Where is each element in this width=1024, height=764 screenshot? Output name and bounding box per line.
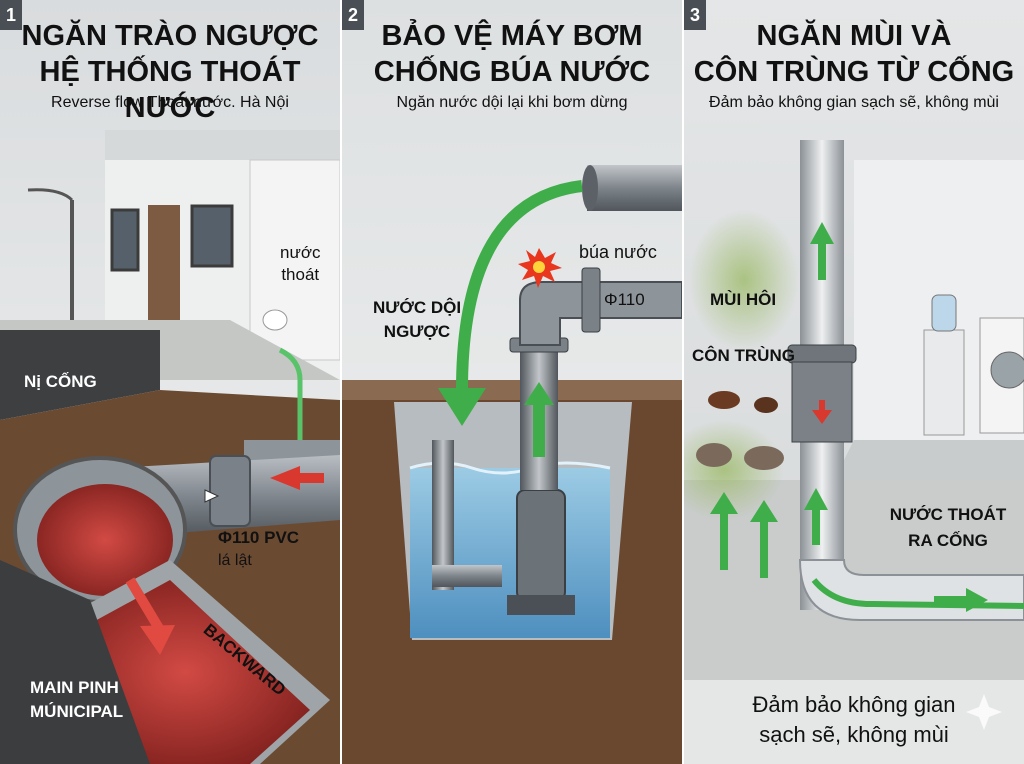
backflow-label: NƯỚC DỘI NGƯỢC [362, 296, 472, 344]
title-line-1: NGĂN TRÀO NGƯỢC [21, 20, 319, 52]
panel-title: NGĂN MÙI VÀ CÔN TRÙNG TỪ CỐNG [684, 18, 1024, 90]
pump [516, 489, 566, 601]
main-line-1: MAIN PINH [30, 678, 119, 697]
title-line-2: CÔN TRÙNG TỪ CỐNG [693, 56, 1015, 88]
drain-water-line-1: nước [280, 243, 321, 262]
panel-title: BẢO VỆ MÁY BƠM CHỐNG BÚA NƯỚC [342, 18, 682, 90]
divider [340, 0, 342, 764]
odor-label: MÙI HÔI [710, 290, 777, 309]
pipe-size-label: Φ110 [604, 290, 645, 309]
drain-to-sewer-label: NƯỚC THOÁT RA CỐNG [884, 502, 1012, 554]
drain-water-line-2: thoát [281, 265, 320, 284]
street-lamp [70, 200, 74, 325]
drain-line-1: NƯỚC THOÁT [889, 505, 1007, 524]
water-hammer-label: búa nước [579, 242, 657, 262]
water-dispenser [923, 329, 965, 436]
pipe-spec-label: Φ110 PVC [218, 528, 300, 547]
footer-line-2: sạch sẽ, không mùi [759, 722, 949, 747]
check-valve [209, 455, 251, 527]
drain-water-label: nước thoát [280, 242, 320, 286]
odor-cloud [689, 210, 799, 350]
panel-number: 1 [0, 0, 22, 30]
footer-band [684, 680, 1024, 764]
panel-subtitle: Reverse flow Thoát nước. Hà Nội [51, 94, 289, 111]
panel-pump-protection: 2 BẢO VỆ MÁY BƠM CHỐNG BÚA NƯỚC Ngăn nướ… [342, 0, 682, 764]
footer-caption: Đảm bảo không gian sạch sẽ, không mùi [684, 690, 1024, 750]
panel-title: NGĂN TRÀO NGƯỢC HỆ THỐNG THOÁT NƯỚC [0, 18, 340, 126]
backflow-line-1: NƯỚC DỘI [372, 298, 462, 317]
panel-1-illustration [0, 0, 340, 764]
drain-line-2: RA CỐNG [908, 531, 988, 550]
panel-subtitle: Đảm bảo không gian sạch sẽ, không mùi [709, 94, 999, 111]
main-municipal-label: MAIN PINH MÚNICIPAL [30, 676, 123, 724]
street-sewer-label: Nị CỐNG [24, 372, 97, 391]
panel-3-illustration [684, 0, 1024, 764]
panel-odor-insects: 3 NGĂN MÙI VÀ CÔN TRÙNG TỪ CỐNG Đảm bảo … [684, 0, 1024, 764]
cockroach [708, 391, 740, 409]
rat [696, 443, 732, 467]
panel-number: 2 [342, 0, 364, 30]
divider [682, 0, 684, 764]
panel-number: 3 [684, 0, 706, 30]
toilet [262, 309, 288, 331]
backflow-line-2: NGƯỢC [383, 322, 451, 341]
main-line-2: MÚNICIPAL [30, 702, 124, 721]
door [148, 205, 180, 325]
panel-2-illustration [342, 0, 682, 764]
panel-subtitle: Ngăn nước dội lại khi bơm dừng [396, 94, 628, 111]
title-line-1: BẢO VỆ MÁY BƠM [381, 20, 643, 52]
footer-line-1: Đảm bảo không gian [752, 692, 956, 717]
title-line-1: NGĂN MÙI VÀ [756, 20, 952, 52]
title-line-2: CHỐNG BÚA NƯỚC [373, 56, 651, 88]
flap-label: lá lật [218, 552, 252, 569]
insects-label: CÔN TRÙNG [692, 346, 795, 365]
panel-reverse-flow: 1 NGĂN TRÀO NGƯỢC HỆ THỐNG THOÁT NƯỚC Re… [0, 0, 340, 764]
title-line-2: HỆ THỐNG THOÁT NƯỚC [39, 56, 301, 124]
